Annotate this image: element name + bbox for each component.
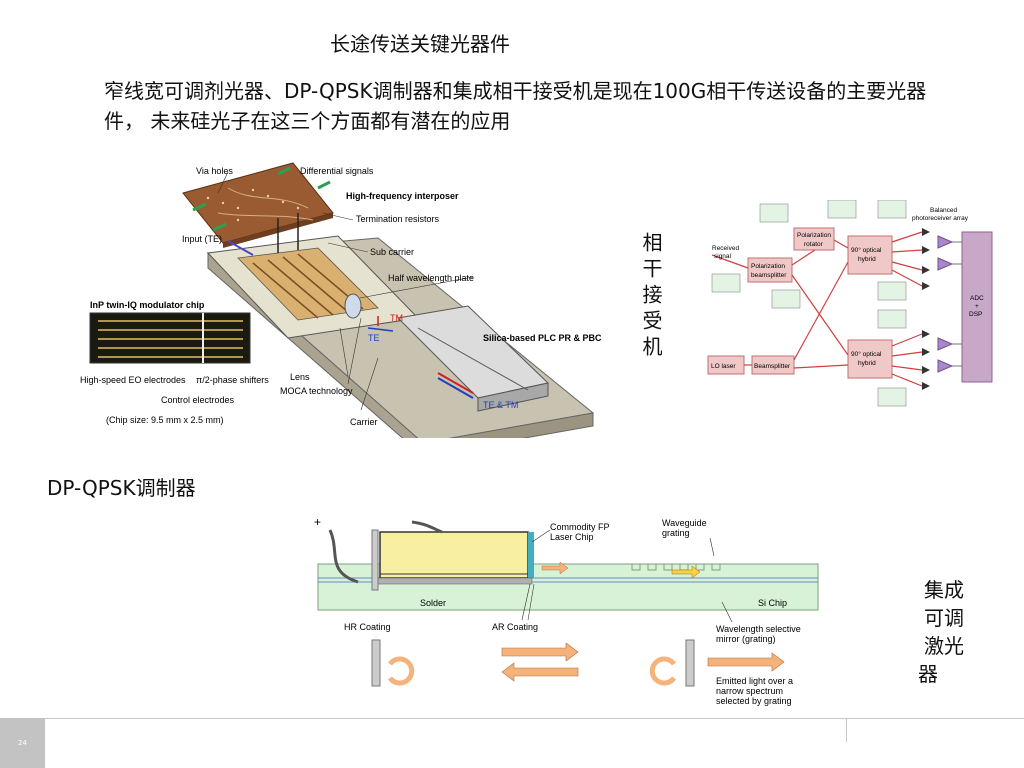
label-input-te: Input (TE)	[182, 234, 222, 244]
rx-pbs-1: Polarization	[751, 263, 785, 270]
label-carrier: Carrier	[350, 417, 378, 427]
label-moca: MOCA technology	[280, 386, 353, 396]
laser-label-line2: 可调	[924, 606, 964, 630]
footer-tick	[846, 718, 847, 742]
label-differential-signals: Differential signals	[300, 166, 374, 176]
rx-rot-1: Polarization	[797, 232, 831, 239]
laser-wg-1: Waveguide	[662, 518, 707, 528]
receiver-label-text: 相干接受机	[639, 232, 663, 362]
label-hs-eo: High-speed EO electrodes	[80, 375, 186, 385]
rx-balanced-1: Balanced	[930, 207, 957, 214]
label-te-tm-out: TE & TM	[483, 400, 518, 410]
label-silica: Silica-based PLC PR & PBC	[483, 333, 602, 343]
laser-ar: AR Coating	[492, 622, 538, 632]
laser-em-2: narrow spectrum	[716, 686, 783, 696]
rx-balanced-2: photoreceiver array	[912, 215, 969, 222]
rx-pbs-2: beamsplitter	[751, 272, 787, 279]
label-chip: InP twin-IQ modulator chip	[90, 300, 205, 310]
rx-rot-2: rotator	[804, 241, 824, 248]
laser-figure: + Commodity FP Laser Chip Waveguide grat…	[314, 515, 819, 706]
page-number: 24	[0, 718, 45, 768]
laser-solder: Solder	[420, 598, 446, 608]
rx-beamsplitter: Beamsplitter	[754, 363, 791, 370]
slide-paragraph: 窄线宽可调剂光器、DP-QPSK调制器和集成相干接受机是现在100G相干传送设备…	[104, 79, 927, 133]
slide-title: 长途传送关键光器件	[330, 32, 510, 56]
label-te: TE	[368, 333, 380, 343]
laser-wg-2: grating	[662, 528, 690, 538]
qpsk-caption: DP-QPSK调制器	[47, 476, 196, 500]
laser-plus: +	[314, 515, 321, 529]
rx-hybrid-bot-1: 90° optical	[851, 350, 882, 358]
laser-label: 集成 可调 激光 器	[916, 576, 972, 688]
rx-hybrid-top-1: 90° optical	[851, 246, 882, 254]
laser-fp-1: Commodity FP	[550, 522, 610, 532]
label-tm: TM	[390, 313, 403, 323]
footer-divider	[45, 718, 1024, 719]
rx-received-2: signal	[714, 253, 732, 260]
laser-label-line4: 器	[918, 662, 938, 686]
laser-label-line1: 集成	[924, 578, 964, 602]
rx-adc-1: ADC	[970, 295, 984, 302]
label-interposer: High-frequency interposer	[346, 191, 459, 201]
laser-hr: HR Coating	[344, 622, 391, 632]
laser-wl-2: mirror (grating)	[716, 634, 776, 644]
rx-adc-3: DSP	[969, 311, 982, 318]
laser-wl-1: Wavelength selective	[716, 624, 801, 634]
laser-fp-2: Laser Chip	[550, 532, 594, 542]
laser-em-1: Emitted light over a	[716, 676, 793, 686]
laser-em-3: selected by grating	[716, 696, 792, 706]
label-termination: Termination resistors	[356, 214, 440, 224]
modulator-figure: Via holes Differential signals High-freq…	[80, 162, 602, 438]
laser-label-line3: 激光	[924, 634, 964, 658]
receiver-label: 相干接受机	[636, 232, 664, 362]
rx-adc-2: +	[975, 303, 979, 310]
rx-hybrid-top-2: hybrid	[858, 256, 876, 263]
rx-received-1: Received	[712, 245, 739, 252]
label-control: Control electrodes	[161, 395, 235, 405]
label-chip-size: (Chip size: 9.5 mm x 2.5 mm)	[106, 415, 224, 425]
laser-si-chip: Si Chip	[758, 598, 787, 608]
rx-hybrid-bot-2: hybrid	[858, 360, 876, 367]
receiver-figure: Received signal Polarization beamsplitte…	[707, 200, 993, 407]
label-half-wave: Half wavelength plate	[388, 273, 474, 283]
label-via-holes: Via holes	[196, 166, 233, 176]
rx-lo-laser: LO laser	[711, 363, 736, 370]
label-phase-shifters: π/2-phase shifters	[196, 375, 269, 385]
label-lens: Lens	[290, 372, 310, 382]
label-sub-carrier: Sub carrier	[370, 247, 414, 257]
